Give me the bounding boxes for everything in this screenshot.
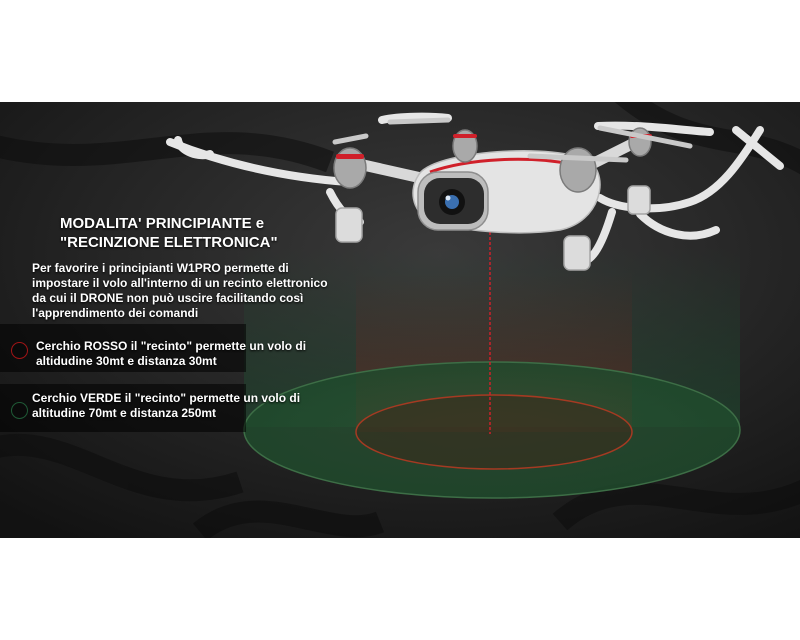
title-line-1: MODALITA' PRINCIPIANTE e bbox=[60, 215, 265, 232]
legend-green: Cerchio VERDE il "recinto" permette un v… bbox=[0, 384, 300, 432]
banner: MODALITA' PRINCIPIANTE e "RECINZIONE ELE… bbox=[0, 102, 800, 538]
red-circle-icon bbox=[11, 342, 28, 359]
drone-illustration bbox=[166, 112, 784, 271]
legend-red: Cerchio ROSSO il "recinto" permette un v… bbox=[0, 324, 306, 372]
title-line-2: "RECINZIONE ELETTRONICA" bbox=[60, 234, 278, 251]
legend-red-text: Cerchio ROSSO il "recinto" permette un v… bbox=[36, 339, 307, 368]
banner-scene bbox=[0, 102, 800, 538]
intro-text: Per favorire i principianti W1PRO permet… bbox=[32, 261, 328, 320]
page-title: MODALITA' PRINCIPIANTE e "RECINZIONE ELE… bbox=[60, 214, 360, 252]
legend-green-text: Cerchio VERDE il "recinto" permette un v… bbox=[32, 391, 301, 420]
background-swirl bbox=[0, 102, 800, 538]
red-fence-circle bbox=[355, 394, 633, 470]
green-circle-icon bbox=[11, 402, 28, 419]
